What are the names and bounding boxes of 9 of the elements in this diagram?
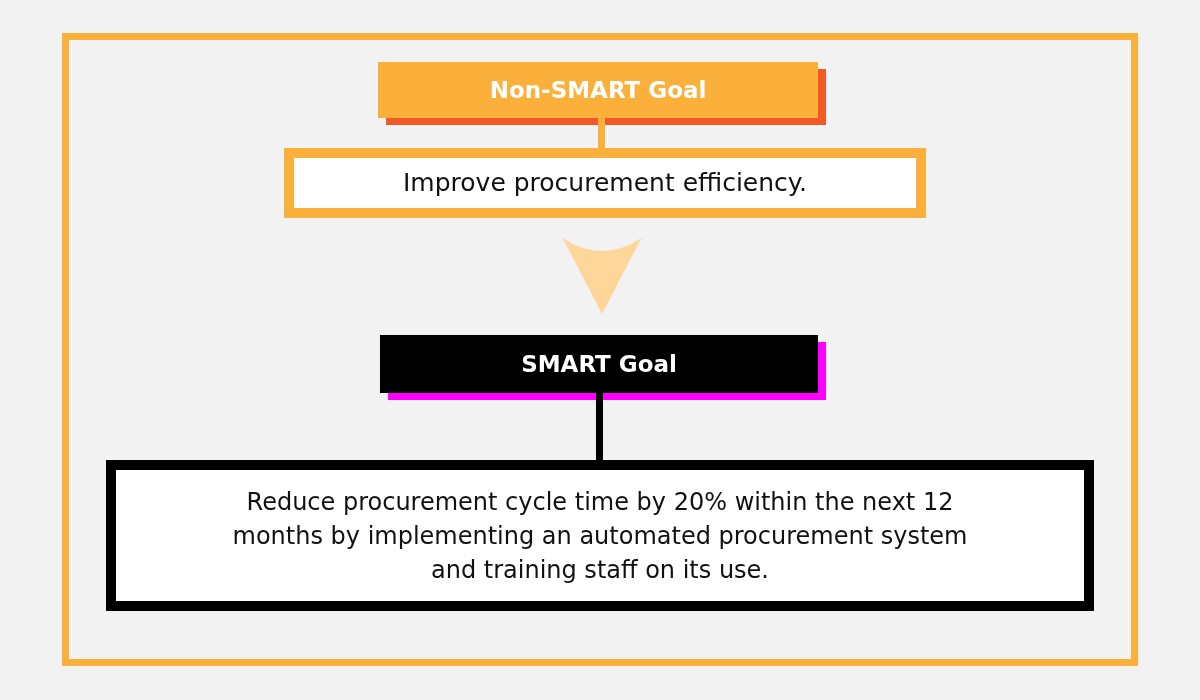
goal-text-box: [106, 460, 1094, 611]
connector-line: [598, 118, 605, 148]
chevron-arrow: [562, 237, 642, 314]
goal-statement: Improve procurement efficiency.: [402, 167, 808, 199]
goal-heading: Non-SMART Goal: [489, 77, 707, 103]
goal-statement: Reduce procurement cycle time by 20% within the next 12 months by implementing an automated procurement system and training staff on its use.: [231, 486, 969, 586]
goal-text-box: [284, 148, 926, 218]
connector-line: [596, 393, 603, 460]
goal-heading: SMART Goal: [521, 351, 677, 377]
